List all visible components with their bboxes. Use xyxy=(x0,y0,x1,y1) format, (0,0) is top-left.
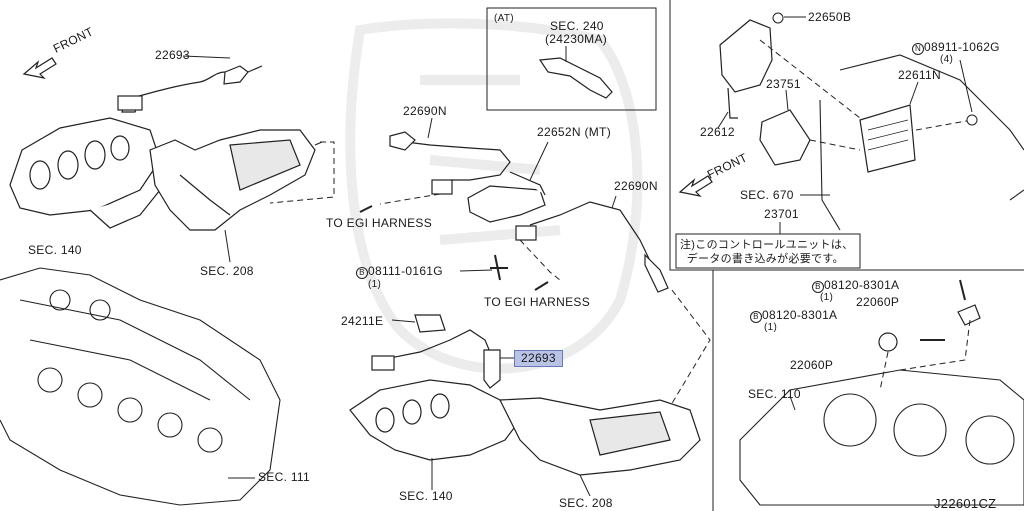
leader-sec208-top xyxy=(224,229,231,263)
part-label-22060p-b[interactable]: 22060P xyxy=(790,358,834,372)
leader-bolt-08111 xyxy=(459,269,493,272)
exhaust-manifold-bottom xyxy=(349,379,521,461)
engine-head-left xyxy=(0,267,281,506)
ecm-panel-frame xyxy=(669,0,1024,271)
nut-circle-icon: N xyxy=(912,43,924,55)
bolt-08111 xyxy=(490,254,508,281)
at-tag: (AT) xyxy=(494,13,514,24)
part-label-22690n-left[interactable]: 22690N xyxy=(403,104,447,118)
front-arrow-right xyxy=(678,175,713,197)
harness-dashline-3 xyxy=(519,239,561,281)
diagram-code: J22601CZ xyxy=(934,496,997,511)
bolt-number-08120-b: 08120-8301A xyxy=(762,308,838,322)
bolt-qty-08120-a: (1) xyxy=(820,292,834,303)
part-label-22650b[interactable]: 22650B xyxy=(808,10,852,24)
leader-22652n xyxy=(529,141,549,181)
nut-08911 xyxy=(966,114,978,126)
ecm-dashline xyxy=(759,39,973,151)
o2-sensor-22690n-right xyxy=(515,201,669,293)
leader-sec208-bottom xyxy=(579,474,591,497)
bolt-number-08120-a: 08120-8301A xyxy=(824,278,900,292)
part-label-23751[interactable]: 23751 xyxy=(766,77,801,91)
ecm-23701 xyxy=(859,104,916,173)
to-egi-harness-label-2: TO EGI HARNESS xyxy=(484,295,591,309)
section-label-sec670[interactable]: SEC. 670 xyxy=(740,188,794,202)
o2-sensor-top xyxy=(117,65,263,113)
bolt-circle-icon: B xyxy=(356,267,368,279)
part-label-22611n[interactable]: 22611N xyxy=(898,68,941,82)
bolt-qty-08111: (1) xyxy=(368,279,382,290)
leader-24211e xyxy=(391,319,416,323)
leader-sec110 xyxy=(789,395,796,411)
knock-sensor-22060p-b xyxy=(878,332,945,352)
note-box xyxy=(675,233,861,269)
o2-sensor-22693-center xyxy=(371,329,501,389)
section-label-sec140-left[interactable]: SEC. 140 xyxy=(28,243,82,257)
body-panel-sec670 xyxy=(819,54,1024,231)
part-label-24211e[interactable]: 24211E xyxy=(341,314,384,328)
section-label-sec111[interactable]: SEC. 111 xyxy=(258,470,310,484)
leader-23751 xyxy=(785,89,789,111)
nut-qty-08911: (4) xyxy=(940,54,954,65)
catalytic-converter-bottom xyxy=(499,397,701,476)
sec110-dashline xyxy=(879,319,971,391)
leader-08911 xyxy=(959,59,973,113)
o2-sensor-22690n-left xyxy=(389,131,511,195)
section-label-sec240[interactable]: SEC. 240 xyxy=(550,19,604,33)
bracket-22652n xyxy=(467,171,546,223)
note-line-1: 注)このコントロールユニットは、 xyxy=(680,239,854,251)
catalytic-converter-left xyxy=(149,129,323,231)
nut-22650b xyxy=(772,12,784,24)
harness-dashline-1 xyxy=(269,141,335,204)
arrow-to-egi-1 xyxy=(359,205,373,213)
part-label-23701[interactable]: 23701 xyxy=(764,207,799,221)
leader-22693-top xyxy=(182,55,231,59)
leader-22690n-right xyxy=(611,195,617,209)
arrow-to-egi-2 xyxy=(534,281,549,291)
watermark-logo xyxy=(345,18,643,374)
part-label-22652n[interactable]: 22652N (MT) xyxy=(537,125,611,139)
leader-22612 xyxy=(717,111,729,129)
section-label-sec110[interactable]: SEC. 110 xyxy=(748,387,801,401)
leader-22690n-left xyxy=(427,117,433,139)
exhaust-manifold-left xyxy=(9,117,161,229)
section-label-sec140-bottom[interactable]: SEC. 140 xyxy=(399,489,453,503)
note-line-2: データの書き込みが必要です。 xyxy=(680,253,844,265)
part-label-22690n-right[interactable]: 22690N xyxy=(614,179,658,193)
section-sub-sec240: (24230MA) xyxy=(545,32,608,46)
to-egi-harness-label-1: TO EGI HARNESS xyxy=(326,216,433,230)
harness-dashline-2 xyxy=(379,193,441,205)
bolt-qty-08120-b: (1) xyxy=(764,322,778,333)
part-label-22693-top[interactable]: 22693 xyxy=(155,48,190,62)
front-arrow-left xyxy=(22,57,57,79)
bracket-22612 xyxy=(719,19,773,119)
bolt-number-08111: 08111-0161G xyxy=(368,264,443,278)
part-label-22612[interactable]: 22612 xyxy=(700,125,735,139)
leader-22611n xyxy=(909,81,919,105)
section-label-sec208-top[interactable]: SEC. 208 xyxy=(200,264,254,278)
knock-sensor-22060p-a xyxy=(957,279,981,326)
bolt-circle-icon: B xyxy=(812,281,824,293)
part-label-22060p-a[interactable]: 22060P xyxy=(856,295,900,309)
at-inset-box xyxy=(486,7,657,111)
bracket-sec240 xyxy=(538,57,613,99)
cylinder-block-sec110 xyxy=(739,369,1024,506)
clip-24211e xyxy=(414,314,446,333)
part-label-22693-highlighted[interactable]: 22693 xyxy=(514,350,563,367)
section-label-sec208-bottom[interactable]: SEC. 208 xyxy=(559,496,613,510)
control-unit-23751 xyxy=(759,109,811,166)
bolt-circle-icon: B xyxy=(750,311,762,323)
nut-number-08911: 08911-1062G xyxy=(924,40,1000,54)
